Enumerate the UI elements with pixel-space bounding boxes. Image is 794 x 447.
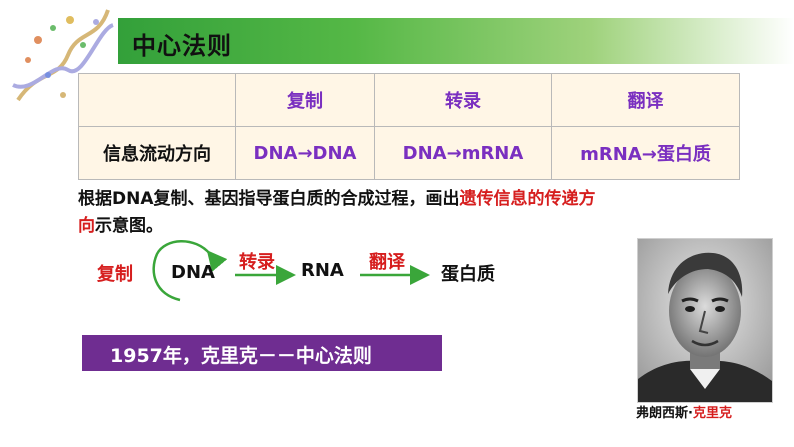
portrait-caption-name: 弗朗西斯· xyxy=(636,406,693,421)
flow-transcription-label: 转录 xyxy=(239,252,275,273)
central-dogma-table: 复制 转录 翻译 信息流动方向 DNA→DNA DNA→mRNA mRNA→蛋白… xyxy=(78,73,740,180)
table-cell-replication: DNA→DNA xyxy=(235,126,375,180)
history-banner-text: 1957年，克里克－－中心法则 xyxy=(110,345,372,367)
instruction-part1: 根据DNA复制、基因指导蛋白质的合成过程，画出 xyxy=(78,189,460,209)
flow-arrows xyxy=(152,240,430,302)
portrait-frame xyxy=(637,238,773,403)
flow-translation-label: 翻译 xyxy=(369,252,405,273)
history-banner: 1957年，克里克－－中心法则 xyxy=(82,335,442,371)
central-dogma-flow: 复制 DNA 转录 RNA 翻译 蛋白质 xyxy=(95,234,525,314)
page-title: 中心法则 xyxy=(132,32,232,60)
table-header-translation: 翻译 xyxy=(551,73,740,127)
title-bar: 中心法则 xyxy=(118,18,794,64)
instruction-part2: 示意图。 xyxy=(95,216,163,236)
table-header-replication: 复制 xyxy=(235,73,375,127)
table-row: 信息流动方向 DNA→DNA DNA→mRNA mRNA→蛋白质 xyxy=(78,126,740,180)
instruction-highlight2: 向 xyxy=(78,216,95,236)
replication-arrow xyxy=(152,240,228,302)
table-header-transcription: 转录 xyxy=(374,73,552,127)
table-header-row: 复制 转录 翻译 xyxy=(78,73,740,127)
flow-protein-label: 蛋白质 xyxy=(441,264,495,285)
flow-rna-label: RNA xyxy=(301,260,344,281)
portrait-caption: 弗朗西斯·克里克 xyxy=(636,402,732,421)
table-cell-translation: mRNA→蛋白质 xyxy=(551,126,740,180)
dna-helix-decoration xyxy=(12,9,114,102)
portrait-caption-surname: 克里克 xyxy=(692,406,732,421)
flow-replication-label: 复制 xyxy=(97,264,133,285)
instruction-highlight1: 遗传信息的传递方 xyxy=(459,189,596,209)
portrait-image xyxy=(638,239,772,402)
flow-dna-label: DNA xyxy=(171,262,215,283)
table-cell-transcription: DNA→mRNA xyxy=(374,126,552,180)
instruction-text: 根据DNA复制、基因指导蛋白质的合成过程，画出遗传信息的传递方向示意图。 xyxy=(78,186,768,240)
table-header-empty xyxy=(78,73,236,127)
table-row-label: 信息流动方向 xyxy=(78,126,236,180)
